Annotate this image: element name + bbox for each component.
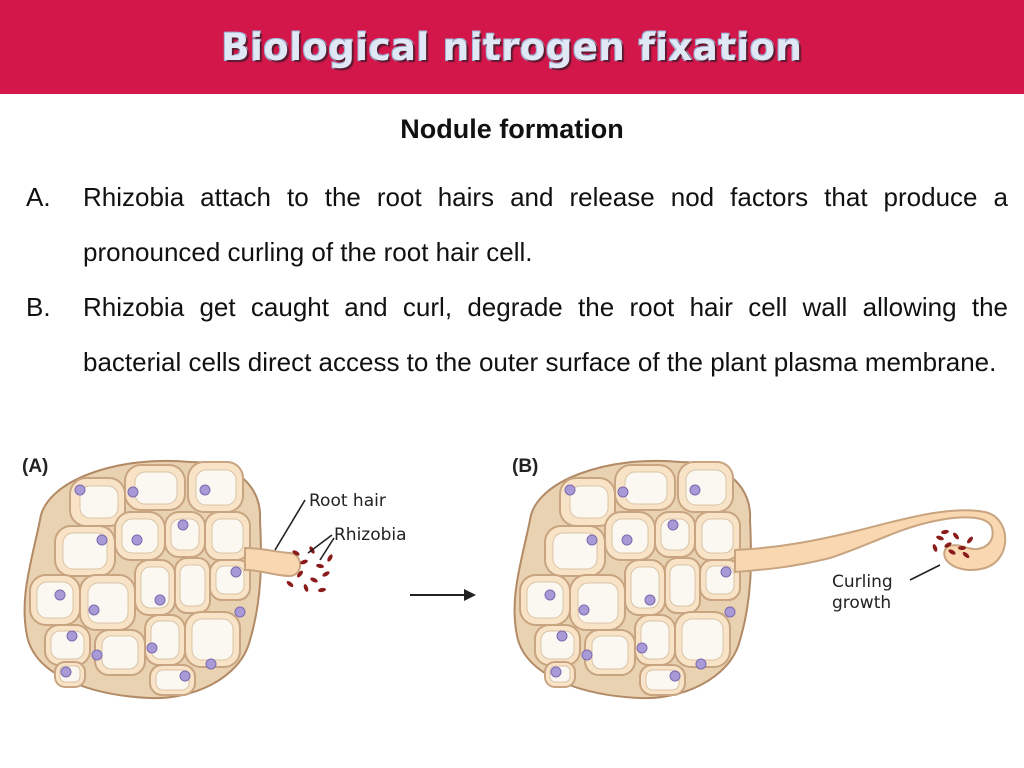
rhizobia-label: Rhizobia bbox=[334, 525, 407, 545]
panel-a-rhizobia bbox=[286, 546, 333, 593]
curling-label-line1: Curling bbox=[832, 572, 893, 592]
curling-label-line bbox=[909, 564, 941, 581]
section-subtitle: Nodule formation bbox=[400, 114, 624, 144]
title-bar: Biological nitrogen fixation bbox=[0, 0, 1024, 94]
bullet-list: A. Rhizobia attach to the root hairs and… bbox=[26, 170, 1008, 390]
progression-arrow bbox=[410, 589, 476, 601]
list-item-text: Rhizobia get caught and curl, degrade th… bbox=[83, 292, 1008, 377]
panel-b-cell-cluster bbox=[513, 459, 1007, 700]
list-item-text: Rhizobia attach to the root hairs and re… bbox=[83, 182, 1008, 267]
slide-title: Biological nitrogen fixation bbox=[221, 25, 803, 69]
panel-b-rhizobia bbox=[932, 529, 973, 558]
list-marker: A. bbox=[26, 182, 51, 212]
root-hair-label: Root hair bbox=[309, 491, 386, 511]
list-marker: B. bbox=[26, 292, 51, 322]
curling-label-line2: growth bbox=[832, 593, 891, 613]
panel-a-label-lines bbox=[274, 499, 335, 561]
nodule-formation-diagram: Root hair Rhizobia Curling growth bbox=[23, 459, 1007, 700]
panel-b-label: (B) bbox=[512, 456, 539, 477]
panel-a-label: (A) bbox=[22, 456, 49, 477]
list-item: B. Rhizobia get caught and curl, degrade… bbox=[26, 280, 1008, 390]
list-item: A. Rhizobia attach to the root hairs and… bbox=[26, 170, 1008, 280]
panel-a-cell-cluster bbox=[23, 459, 302, 700]
